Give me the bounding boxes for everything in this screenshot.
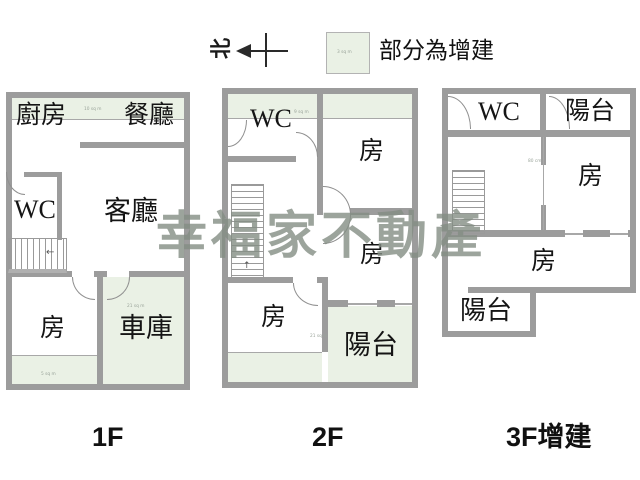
room-label-wc: WC bbox=[478, 97, 520, 126]
f1-strip-line bbox=[12, 119, 184, 120]
wall bbox=[442, 331, 536, 337]
wall bbox=[442, 230, 565, 237]
window-line bbox=[565, 233, 583, 235]
stairs bbox=[231, 184, 264, 278]
wall bbox=[583, 230, 610, 237]
legend-label: 部分為增建 bbox=[379, 38, 494, 63]
wall bbox=[57, 172, 62, 240]
wall bbox=[412, 88, 418, 388]
door-arc bbox=[72, 277, 95, 300]
watermark: 幸福家不動產 bbox=[156, 207, 487, 264]
stairs-direction-arrow: ← bbox=[46, 247, 55, 258]
room-label-room: 房 bbox=[360, 242, 384, 268]
wall bbox=[322, 277, 328, 352]
wall bbox=[222, 382, 418, 388]
wall bbox=[468, 287, 636, 293]
area-label: 21 sq m bbox=[127, 303, 145, 309]
area-label: 10 sq m bbox=[84, 106, 102, 112]
wall bbox=[412, 300, 418, 307]
wall bbox=[6, 92, 190, 98]
north-arrow-icon bbox=[236, 44, 251, 58]
wall bbox=[540, 88, 546, 137]
wall bbox=[377, 300, 395, 307]
wall bbox=[184, 92, 190, 390]
door-arc bbox=[296, 132, 318, 157]
wall bbox=[630, 88, 636, 293]
f1-bottom-addition bbox=[12, 356, 97, 384]
wall bbox=[442, 130, 636, 137]
f1-room-bottom-line bbox=[12, 355, 97, 356]
room-label-garage: 車庫 bbox=[119, 313, 173, 343]
room-label-dining: 餐廳 bbox=[124, 102, 175, 129]
f2-balcony-area bbox=[328, 306, 412, 382]
room-label-kitchen: 廚房 bbox=[16, 102, 67, 129]
room-label-room: 房 bbox=[578, 163, 604, 190]
wall bbox=[6, 271, 72, 277]
wall bbox=[323, 300, 348, 307]
dimension-label: 80 cm bbox=[528, 158, 542, 164]
room-label-bedroom: 房 bbox=[40, 315, 66, 342]
room-label-balcony: 陽台 bbox=[344, 330, 398, 360]
f2-bottom-addition bbox=[228, 353, 322, 382]
room-label-room: 房 bbox=[261, 304, 287, 331]
f1-addition-strip bbox=[12, 98, 184, 120]
wall bbox=[350, 208, 412, 215]
north-cross-line bbox=[265, 33, 267, 67]
floor-title-3f: 3F增建 bbox=[506, 422, 592, 452]
stairs bbox=[452, 170, 485, 234]
door-arc bbox=[293, 283, 318, 306]
door-arc bbox=[448, 96, 471, 129]
wall bbox=[628, 230, 636, 237]
area-label: 5 sq m bbox=[41, 371, 56, 377]
floor-title-2f: 2F bbox=[312, 422, 344, 452]
door-arc bbox=[228, 120, 247, 147]
room-label-living: 客廳 bbox=[104, 196, 158, 226]
room-label-balcony: 陽台 bbox=[460, 296, 513, 325]
wall bbox=[222, 88, 228, 388]
wall bbox=[530, 293, 536, 337]
f2-room-bottom-line bbox=[228, 352, 322, 353]
area-label: 21 sq m bbox=[310, 333, 328, 339]
partition-line bbox=[543, 137, 544, 235]
north-label: 北 bbox=[209, 38, 233, 59]
wall bbox=[442, 88, 636, 94]
stairs-direction-arrow: ↑ bbox=[243, 261, 251, 271]
stairs bbox=[8, 238, 67, 273]
floor-title-1f: 1F bbox=[92, 422, 124, 452]
window-line bbox=[610, 233, 628, 235]
room-label-balcony: 陽台 bbox=[565, 98, 616, 125]
room-label-wc: WC bbox=[14, 195, 56, 224]
legend-swatch-area-label: 3 sq m bbox=[337, 49, 352, 55]
legend-addition-swatch: 3 sq m bbox=[326, 32, 370, 74]
room-label-wc: WC bbox=[250, 104, 292, 133]
wall bbox=[97, 271, 103, 390]
wall bbox=[228, 156, 296, 162]
wall bbox=[129, 271, 190, 277]
room-label-room: 房 bbox=[359, 138, 385, 165]
window-line bbox=[395, 303, 412, 305]
area-label: 9 sq m bbox=[294, 109, 309, 115]
wall bbox=[24, 172, 62, 177]
north-arrow-line bbox=[250, 50, 288, 52]
room-label-room: 房 bbox=[531, 248, 557, 275]
wall bbox=[222, 277, 293, 283]
wall bbox=[80, 142, 190, 148]
wall bbox=[442, 88, 448, 337]
window-line bbox=[348, 303, 377, 305]
wall bbox=[317, 88, 323, 215]
